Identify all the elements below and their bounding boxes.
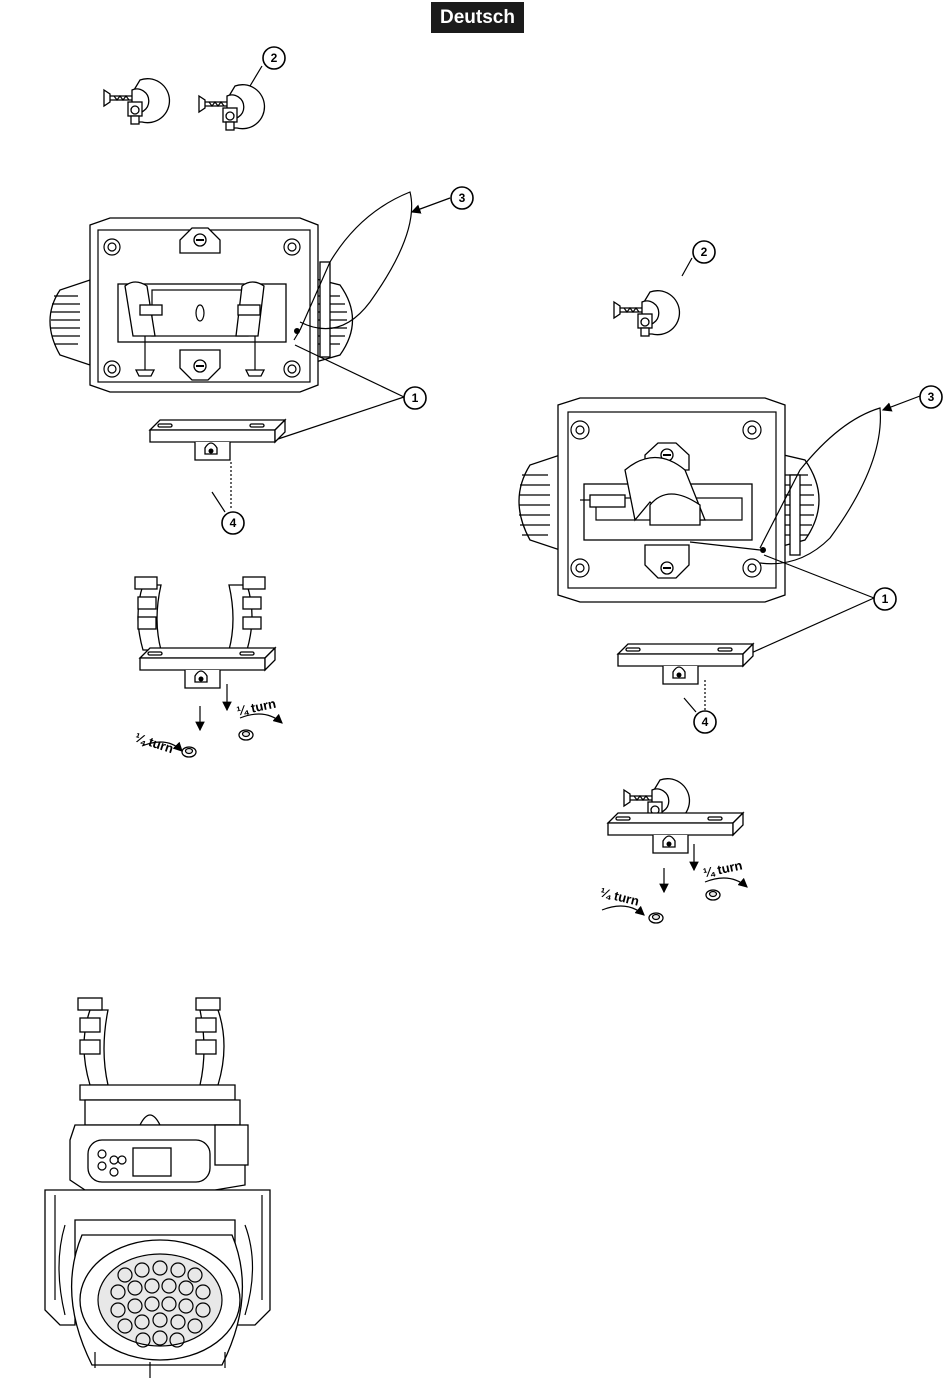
svg-text:1: 1: [882, 592, 889, 606]
callout-4-right: 4: [684, 698, 716, 733]
clamp-pair-top-left: [104, 79, 264, 130]
svg-text:4: 4: [702, 715, 709, 729]
svg-text:2: 2: [701, 245, 708, 259]
fixture-top-view-right: [519, 398, 880, 602]
svg-text:4: 4: [230, 516, 237, 530]
omega-with-clamps-left: [135, 577, 275, 757]
callout-3-right: 3: [883, 386, 942, 410]
fixture-top-view-left: [50, 192, 412, 392]
svg-text:3: 3: [928, 390, 935, 404]
svg-text:¼ turn: ¼ turn: [702, 857, 744, 880]
callout-2-right: 2: [682, 241, 715, 276]
clamp-single-right: [614, 291, 679, 336]
svg-text:¼ turn: ¼ turn: [133, 730, 175, 757]
svg-text:1: 1: [412, 391, 419, 405]
quarter-turn-label-right-b: ¼ turn: [702, 857, 747, 887]
svg-text:2: 2: [271, 51, 278, 65]
quarter-turn-label-left-b: ¼ turn: [235, 696, 282, 723]
callout-3-left: 3: [412, 187, 473, 212]
callout-4-left: 4: [212, 492, 244, 534]
svg-text:3: 3: [459, 191, 466, 205]
quarter-turn-label-left-a: ¼ turn: [133, 730, 182, 757]
svg-text:¼ turn: ¼ turn: [235, 696, 277, 719]
fixture-perspective-view: [45, 998, 270, 1378]
omega-bracket-left: [150, 420, 285, 510]
svg-text:¼ turn: ¼ turn: [599, 885, 641, 909]
quarter-turn-label-right-a: ¼ turn: [599, 885, 644, 915]
callout-2-top-left: 2: [250, 47, 285, 86]
